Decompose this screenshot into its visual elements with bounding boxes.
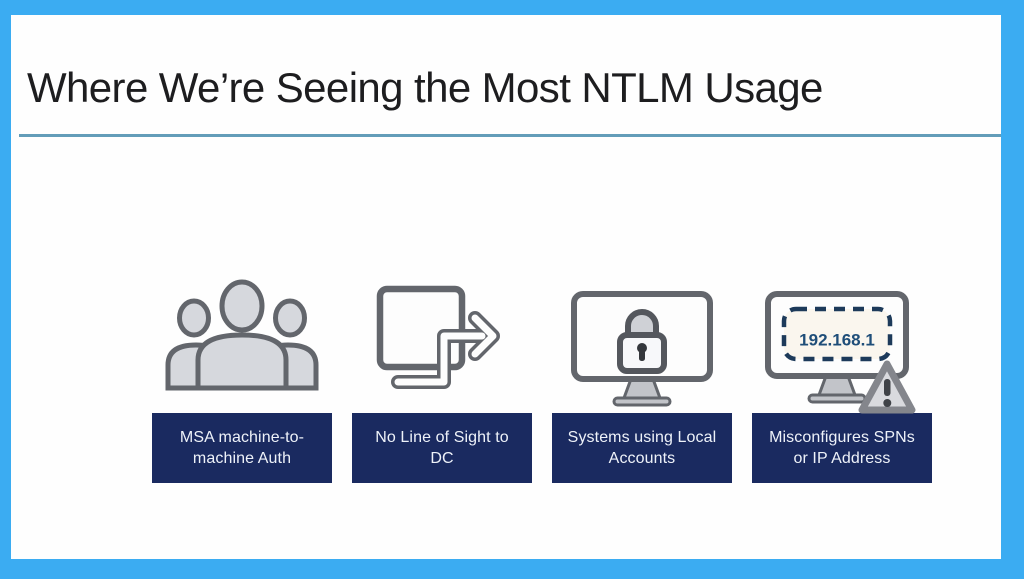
item-no-line-of-sight: No Line of Sight to DC — [352, 265, 532, 483]
ip-address-text: 192.168.1 — [799, 330, 875, 349]
item-label: Systems using Local Accounts — [567, 429, 717, 467]
items-row: MSA machine-to- machine Auth — [152, 265, 932, 483]
item-label-box: Misconfigures SPNs or IP Address — [752, 413, 932, 483]
item-label-box: MSA machine-to- machine Auth — [152, 413, 332, 483]
page-title: Where We’re Seeing the Most NTLM Usage — [27, 64, 823, 111]
people-group-icon — [165, 279, 319, 391]
slide: Where We’re Seeing the Most NTLM Usage — [11, 15, 1001, 559]
item-msa-auth: MSA machine-to- machine Auth — [152, 265, 332, 483]
item-label: Misconfigures SPNs or IP Address — [769, 429, 915, 467]
item-label: No Line of Sight to DC — [375, 429, 509, 467]
title-underline — [19, 134, 1001, 137]
warning-triangle-icon — [858, 360, 916, 414]
item-label: MSA machine-to- machine Auth — [179, 429, 305, 467]
square-arrow-icon — [376, 285, 500, 389]
item-misconfigured-spns: 192.168.1 Misconfigures SPNs or IP Addre… — [752, 265, 932, 483]
item-label-box: No Line of Sight to DC — [352, 413, 532, 483]
monitor-ip-warning-icon: 192.168.1 — [765, 291, 916, 414]
item-local-accounts: Systems using Local Accounts — [552, 265, 732, 483]
item-label-box: Systems using Local Accounts — [552, 413, 732, 483]
monitor-lock-icon — [571, 291, 713, 407]
